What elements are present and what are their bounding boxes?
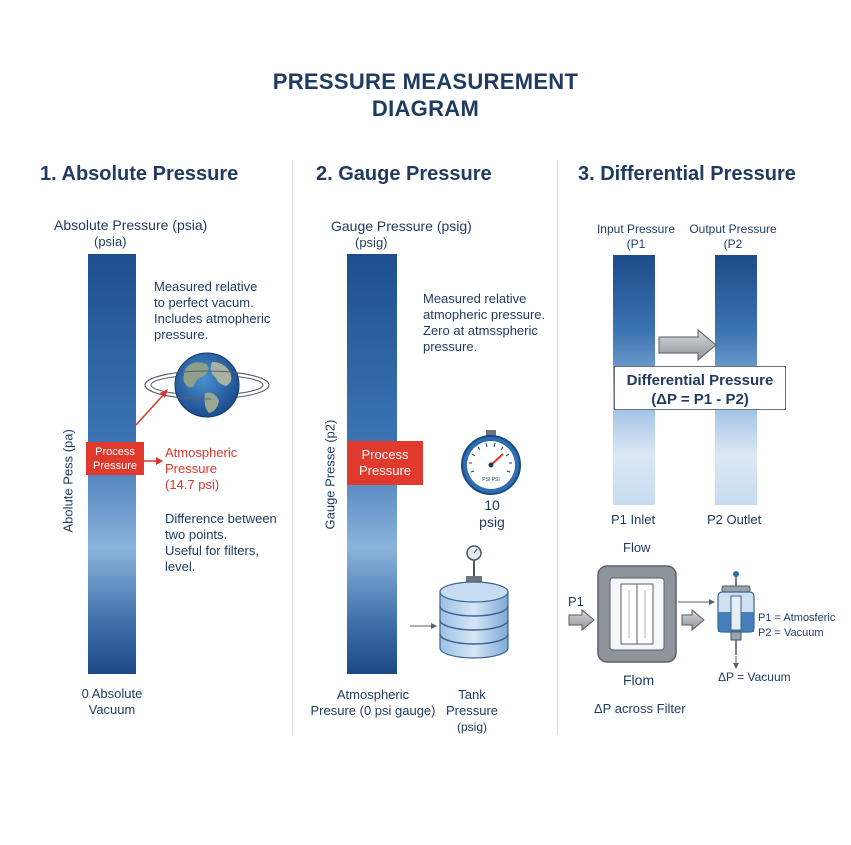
gauge-col-unit: (psig)	[355, 235, 388, 250]
difference-text: Difference between two points. Useful fo…	[165, 511, 277, 574]
gauge-value-label: 10 psig	[479, 497, 505, 530]
flow-out-arrow-icon	[681, 608, 705, 632]
gauge-bottom-left-label: Atmospheric Presure (0 psi gauge)	[310, 687, 436, 718]
p1-label: P1	[568, 594, 584, 609]
divider-left	[292, 160, 293, 735]
gauge-heading: 2. Gauge Pressure	[316, 163, 492, 185]
gauge-description: Measured relative atmopheric pressure. Z…	[423, 291, 546, 354]
divider-right	[557, 160, 558, 735]
tank-pressure-label: Tank Pressure (psig)	[445, 687, 499, 734]
differential-pressure-box: Differential Pressure (ΔP = P1 - P2)	[614, 366, 786, 410]
page-title: PRESSURE MEASUREMENT DIAGRAM	[272, 69, 579, 121]
gauge-col-label: Gauge Pressure (psig)	[331, 218, 472, 234]
absolute-bottom-label: 0 Absolute Vacuum	[81, 686, 143, 717]
flow-in-arrow-icon	[568, 608, 595, 632]
atmospheric-pressure-label: Atmospheric Pressure (14.7 psi)	[165, 445, 238, 492]
gauge-process-pressure-box: Process Pressure	[347, 441, 423, 485]
flow-label: Flow	[623, 540, 651, 555]
absolute-heading: 1. Absolute Pressure	[40, 163, 239, 185]
filter-housing-icon	[597, 565, 677, 663]
p1-atmospheric-label: P1 = Atmosferic	[758, 612, 836, 624]
output-pressure-label: Output Pressure (P2	[689, 222, 777, 251]
absolute-description: Measured relative to perfect vacum. Incl…	[154, 279, 271, 342]
absolute-col-label: Absolute Pressure (psia)	[54, 217, 208, 233]
differential-heading: 3. Differential Pressure	[578, 163, 796, 185]
flom-label: Flom	[623, 672, 655, 688]
differential-arrow-icon	[658, 328, 717, 362]
dp-vacuum-label: ΔP = Vacuum	[718, 670, 791, 684]
p2-outlet-label: P2 Outlet	[707, 512, 762, 527]
absolute-process-pressure-box: Process Pressure	[86, 442, 144, 475]
absolute-col-unit: (psia)	[94, 234, 127, 249]
p1-inlet-label: P1 Inlet	[611, 512, 656, 527]
gauge-face-text: PSI PSI	[482, 477, 500, 483]
input-pressure-label: Input Pressure (P1	[596, 222, 676, 251]
filter-cartridge-icon	[717, 571, 755, 655]
tank-icon	[439, 545, 509, 659]
globe-pointer-arrow	[135, 392, 166, 426]
earth-globe-icon	[144, 352, 270, 418]
filter-label: ΔP across Filter	[594, 701, 686, 716]
p2-vacuum-label: P2 = Vacuum	[758, 627, 824, 639]
pressure-gauge-icon: PSI PSI	[461, 430, 521, 495]
